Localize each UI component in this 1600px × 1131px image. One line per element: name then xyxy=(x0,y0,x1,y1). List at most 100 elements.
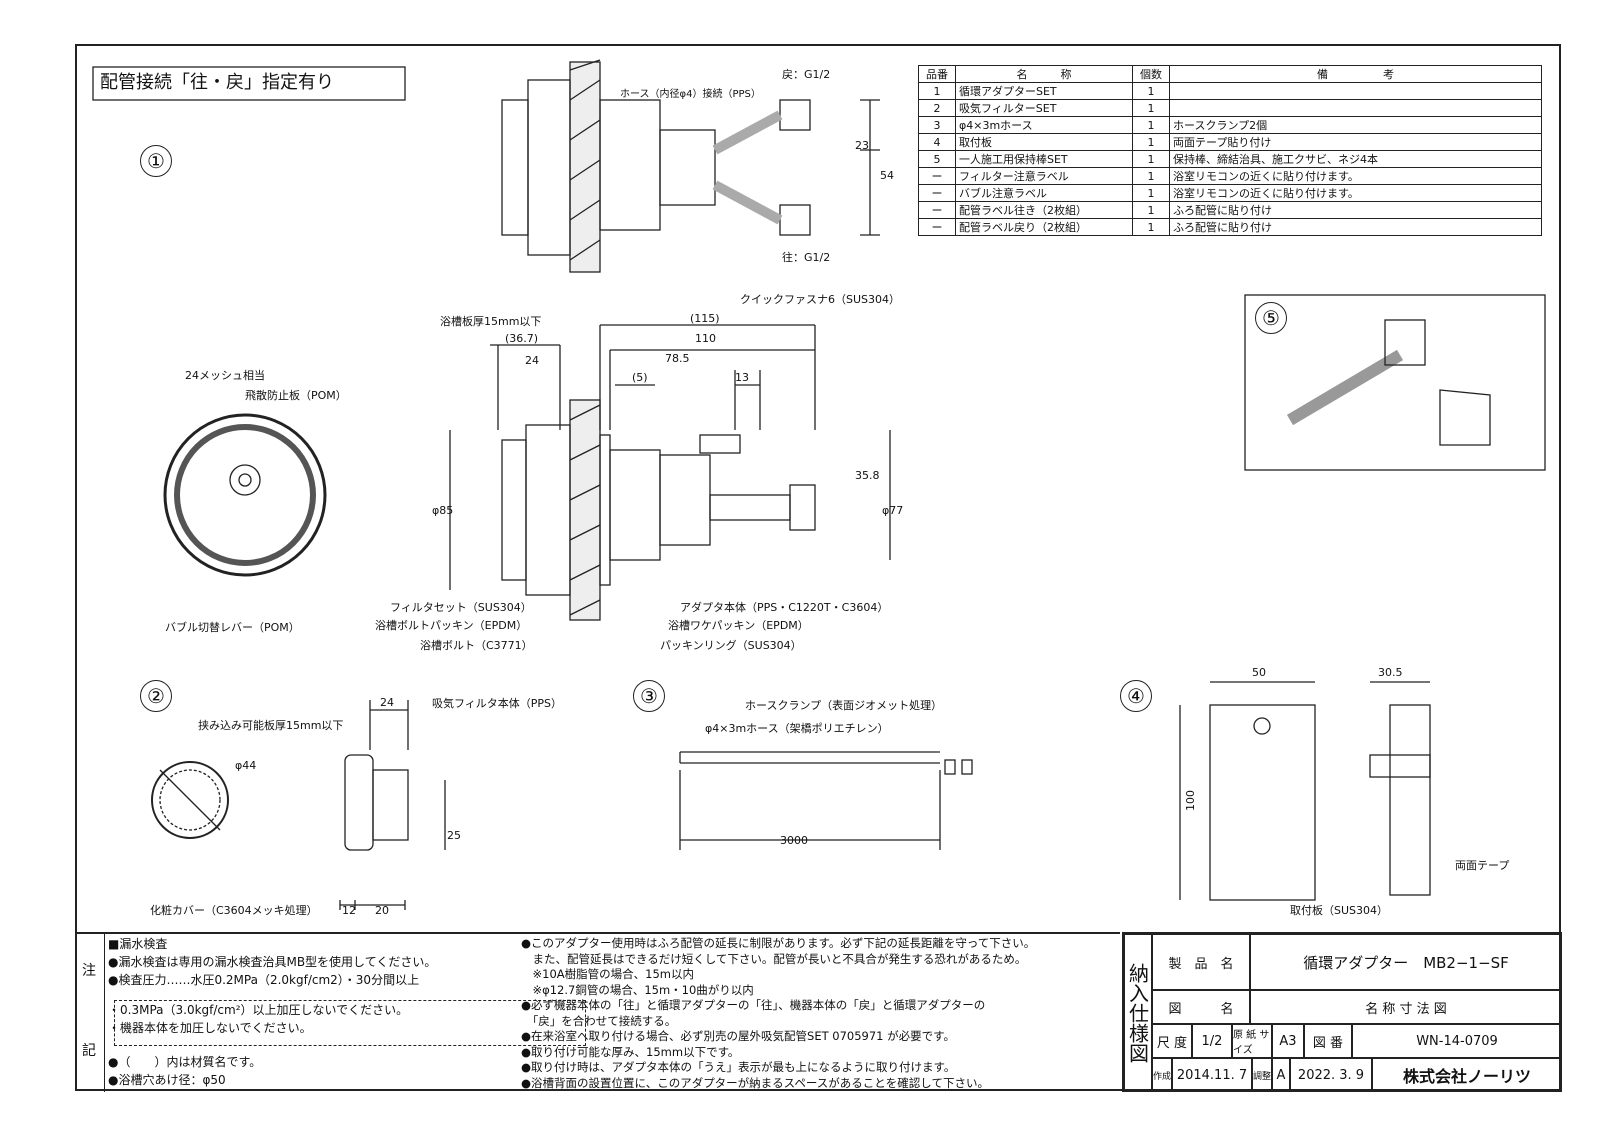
return-port-label: 戻：G1/2 xyxy=(782,68,831,81)
spec-label: 納入仕様図 xyxy=(1124,934,1152,1092)
dim-13: 13 xyxy=(735,371,749,384)
note-right-line: ●取り付け時は、アダプタ本体の「うえ」表示が最も上になるように取り付けます。 xyxy=(521,1060,956,1074)
adapter-body-label: アダプタ本体（PPS・C1220T・C3604） xyxy=(680,601,889,614)
hose-clamp-label: ホースクランプ（表面ジオメット処理） xyxy=(745,699,943,712)
dim-36-7: (36.7) xyxy=(505,332,539,345)
table-cell: ー xyxy=(918,218,956,236)
double-tape-label: 両面テープ xyxy=(1455,859,1510,872)
tub-bolt-label: 浴槽ボルト（C3771） xyxy=(420,639,533,652)
dim-110: 110 xyxy=(695,332,716,345)
drawing-name: 名 称 寸 法 図 xyxy=(1250,990,1562,1024)
dim-phi77: φ77 xyxy=(882,504,904,517)
packing-ring-label: パッキンリング（SUS304） xyxy=(660,639,802,652)
table-cell: 循環アダプターSET xyxy=(955,82,1133,100)
table-header: 品番 名 称 個数 備 考 xyxy=(918,65,1542,83)
view-number-5: ⑤ xyxy=(1255,302,1287,334)
table-cell: 1 xyxy=(1132,218,1170,236)
view-number-2: ② xyxy=(140,680,172,712)
table-cell: 1 xyxy=(1132,201,1170,219)
notes-section: 注 記 ■漏水検査●漏水検査は専用の漏水検査治具MB型を使用してください。●検査… xyxy=(76,932,1120,1092)
col-header: 名 称 xyxy=(955,65,1133,83)
table-cell: 5 xyxy=(918,150,956,168)
table-cell: ホースクランプ2個 xyxy=(1169,116,1542,134)
table-cell: バブル注意ラベル xyxy=(955,184,1133,202)
note-right-line: ※φ12.7銅管の場合、15m・10曲がり以内 xyxy=(521,982,754,997)
made-date: 2014.11. 7 xyxy=(1172,1058,1252,1092)
dim-30-5: 30.5 xyxy=(1378,666,1403,679)
hose-label: φ4×3mホース（架橋ポリエチレン） xyxy=(705,722,889,735)
dim-phi85: φ85 xyxy=(432,504,454,517)
dim-78-5: 78.5 xyxy=(665,352,690,365)
note-right-line: ●浴槽背面の設置位置に、このアダプターが納まるスペースがあることを確認して下さい… xyxy=(521,1075,989,1090)
dim-3000: 3000 xyxy=(780,834,808,847)
table-cell: ふろ配管に貼り付け xyxy=(1169,201,1542,219)
table-cell: 1 xyxy=(1132,184,1170,202)
drawing-number: WN-14-0709 xyxy=(1352,1024,1562,1058)
table-cell: 1 xyxy=(1132,82,1170,100)
col-header: 備 考 xyxy=(1169,65,1542,83)
table-cell: 3 xyxy=(918,116,956,134)
dim-50: 50 xyxy=(1252,666,1266,679)
note-left-line: ・0.3MPa（3.0kgf/cm²）以上加圧しないでください。 xyxy=(108,1003,409,1017)
table-cell: 4 xyxy=(918,133,956,151)
col-header: 品番 xyxy=(918,65,956,83)
dim-5: (5) xyxy=(632,371,648,384)
note-left-line: ●検査圧力……水圧0.2MPa（2.0kgf/cm2）・30分間以上 xyxy=(108,973,420,987)
table-cell: 保持棒、締結治具、施工クサビ、ネジ4本 xyxy=(1169,150,1542,168)
view-number-3: ③ xyxy=(633,680,665,712)
mounting-plate-label: 取付板（SUS304） xyxy=(1290,904,1389,917)
connection-note-box: 配管接続「往・戻」指定有り xyxy=(100,72,334,93)
table-cell: 1 xyxy=(1132,99,1170,117)
note-left-line: ・機器本体を加圧しないでください。 xyxy=(108,1021,312,1035)
note-right-line: ●このアダプター使用時はふろ配管の延長に制限があります。必ず下記の延長距離を守っ… xyxy=(521,936,1036,950)
revised-date: 2022. 3. 9 xyxy=(1290,1058,1372,1092)
note-right-line: また、配管延長はできるだけ短くして下さい。配管が長いと不具合が発生する恐れがある… xyxy=(521,951,1027,966)
revised-label: 調整 xyxy=(1252,1058,1272,1092)
filter-set-label: フィルタセット（SUS304） xyxy=(390,601,532,614)
v2-dim-20: 20 xyxy=(375,904,389,917)
note-left-line: ■漏水検査 xyxy=(108,937,168,951)
table-cell: φ4×3mホース xyxy=(955,116,1133,134)
note-right-line: ※10A樹脂管の場合、15m以内 xyxy=(521,967,694,981)
table-cell: 一人施工用保持棒SET xyxy=(955,150,1133,168)
note-right-line: ●取り付け可能な厚み、15mm以下です。 xyxy=(521,1044,740,1059)
table-cell: 吸気フィルターSET xyxy=(955,99,1133,117)
made-label: 作成 xyxy=(1152,1058,1172,1092)
adapter-top-view xyxy=(501,59,811,273)
table-cell: ふろ配管に貼り付け xyxy=(1169,218,1542,236)
table-cell: 1 xyxy=(1132,116,1170,134)
filter-body-label: 吸気フィルタ本体（PPS） xyxy=(432,697,563,710)
table-cell: ー xyxy=(918,201,956,219)
dim-54: 54 xyxy=(880,169,894,182)
splash-plate-label: 飛散防止板（POM） xyxy=(245,389,347,402)
table-cell: 1 xyxy=(1132,167,1170,185)
note-right-line: 「戻」を合わせて接続する。 xyxy=(521,1013,677,1028)
scale-label: 尺 度 xyxy=(1152,1024,1192,1058)
note-left-line: ●浴槽穴あけ径：φ50 xyxy=(108,1073,226,1087)
revision-mark: A xyxy=(1272,1058,1290,1092)
cover-label: 化粧カバー（C3604メッキ処理） xyxy=(150,904,318,917)
bolt-packing-label: 浴槽ボルトパッキン（EPDM） xyxy=(375,619,528,632)
quick-fastener-label: クイックファスナ6（SUS304） xyxy=(740,293,901,306)
tub-thickness-label: 浴槽板厚15mm以下 xyxy=(440,315,542,328)
hose-connection-label: ホース（内径φ4）接続（PPS） xyxy=(620,89,761,100)
dim-100: 100 xyxy=(1184,790,1197,811)
note-right-line: ●必ず機器本体の「往」と循環アダプターの「往」、機器本体の「戻」と循環アダプター… xyxy=(521,998,986,1012)
table-cell: ー xyxy=(918,167,956,185)
drawing-label: 図 名 xyxy=(1152,990,1250,1024)
paper-label: 原 紙 サイズ xyxy=(1232,1024,1272,1058)
dim-24: 24 xyxy=(525,354,539,367)
paper-size: A3 xyxy=(1272,1024,1304,1058)
notes-label-1: 注 xyxy=(82,963,96,979)
